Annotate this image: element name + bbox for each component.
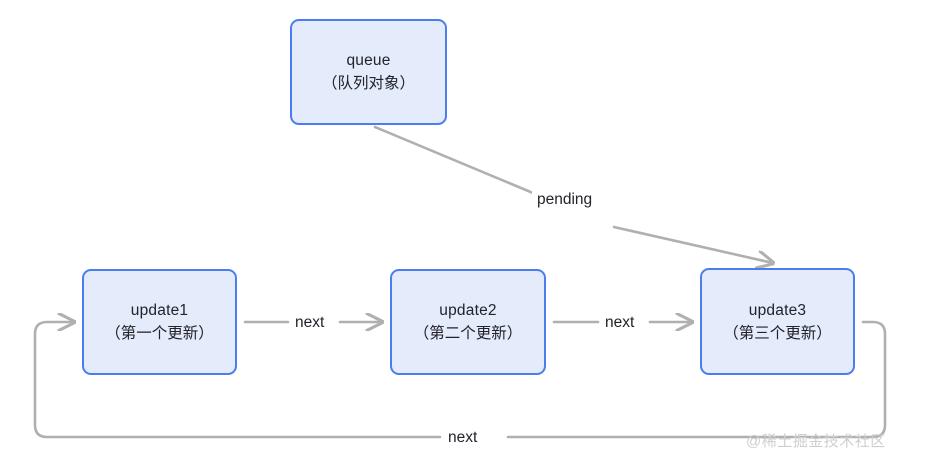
node-queue-title: queue [346,52,391,69]
node-update1-subtitle: （第一个更新） [105,325,214,342]
node-update3-title: update3 [748,301,807,319]
edge-label-next-3: next [443,428,483,447]
edge-label-next-1: next [290,313,330,332]
node-update3-subtitle: （第三个更新） [723,324,832,342]
node-update1-title: update1 [130,302,189,319]
edge-label-pending: pending [532,190,598,209]
node-update3[interactable]: update3 （第三个更新） [700,268,855,375]
node-update2-subtitle: （第二个更新） [413,325,523,342]
node-update1[interactable]: update1 （第一个更新） [82,269,237,375]
edge-label-next-2: next [600,313,640,332]
watermark: @稀土掘金技术社区 [746,433,886,450]
node-update2[interactable]: update2 （第二个更新） [390,269,546,375]
node-queue-subtitle: （队列对象） [321,75,415,92]
node-update2-title: update2 [439,302,497,319]
node-queue[interactable]: queue （队列对象） [290,19,447,125]
